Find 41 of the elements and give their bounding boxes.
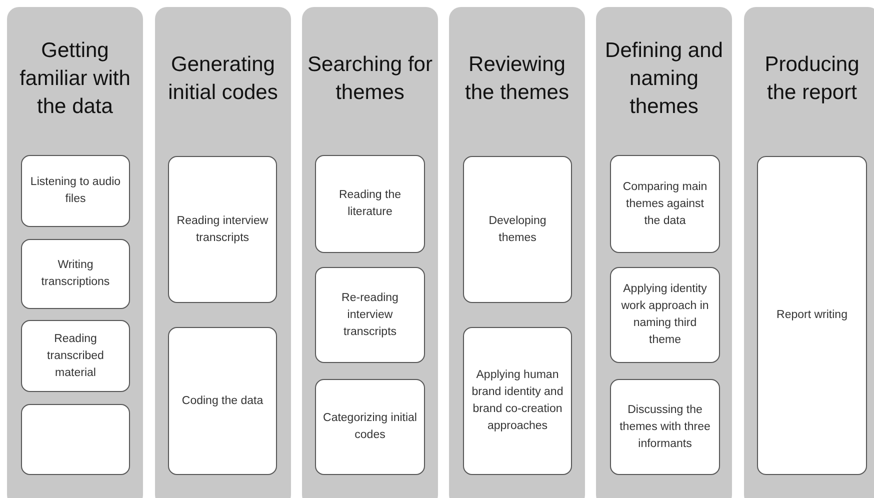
step-text: Report writing — [776, 308, 848, 323]
phase-heading: Searching for themes — [306, 52, 434, 106]
step-text: Discussing the themes with three informants — [618, 402, 712, 452]
step-text: Applying human brand identity and brand co-creation approaches — [470, 368, 564, 434]
phase-heading: Defining and naming themes — [604, 38, 724, 120]
phase-heading: Reviewing the themes — [464, 52, 570, 106]
step-box — [315, 379, 425, 475]
step-box — [21, 239, 130, 309]
step-text: Reading transcribed material — [46, 332, 105, 380]
step-box — [168, 327, 277, 475]
step-text: Writing transcriptions — [40, 258, 111, 290]
step-box — [610, 267, 720, 363]
step-text: Coding the data — [182, 394, 264, 408]
phase-column — [449, 7, 585, 498]
phase-column — [155, 7, 291, 498]
step-text: Reading the literature — [338, 188, 402, 220]
step-text: Re-reading interview transcripts — [340, 290, 400, 340]
step-box — [610, 155, 720, 253]
step-text: Developing themes — [488, 214, 548, 246]
step-box — [610, 379, 720, 475]
step-box — [21, 320, 130, 392]
step-box — [315, 155, 425, 253]
step-box — [463, 327, 572, 475]
phase-column — [302, 7, 438, 498]
step-box — [315, 267, 425, 363]
step-box — [757, 156, 867, 475]
step-box — [21, 404, 130, 475]
phase-column — [7, 7, 143, 498]
step-text: Categorizing initial codes — [322, 411, 418, 443]
step-text: Listening to audio files — [29, 175, 122, 207]
phase-heading: Generating initial codes — [167, 52, 279, 106]
step-box — [463, 156, 572, 303]
step-box — [21, 155, 130, 227]
step-box — [168, 156, 277, 303]
step-text: Reading interview transcripts — [176, 214, 270, 246]
phase-heading: Producing the report — [764, 52, 860, 106]
phase-column — [596, 7, 732, 498]
step-text: Comparing main themes against the data — [622, 180, 708, 228]
phase-heading: Getting familiar with the data — [18, 38, 132, 120]
step-text: Applying identity work approach in naming third theme — [620, 282, 710, 348]
phase-column — [744, 7, 874, 498]
